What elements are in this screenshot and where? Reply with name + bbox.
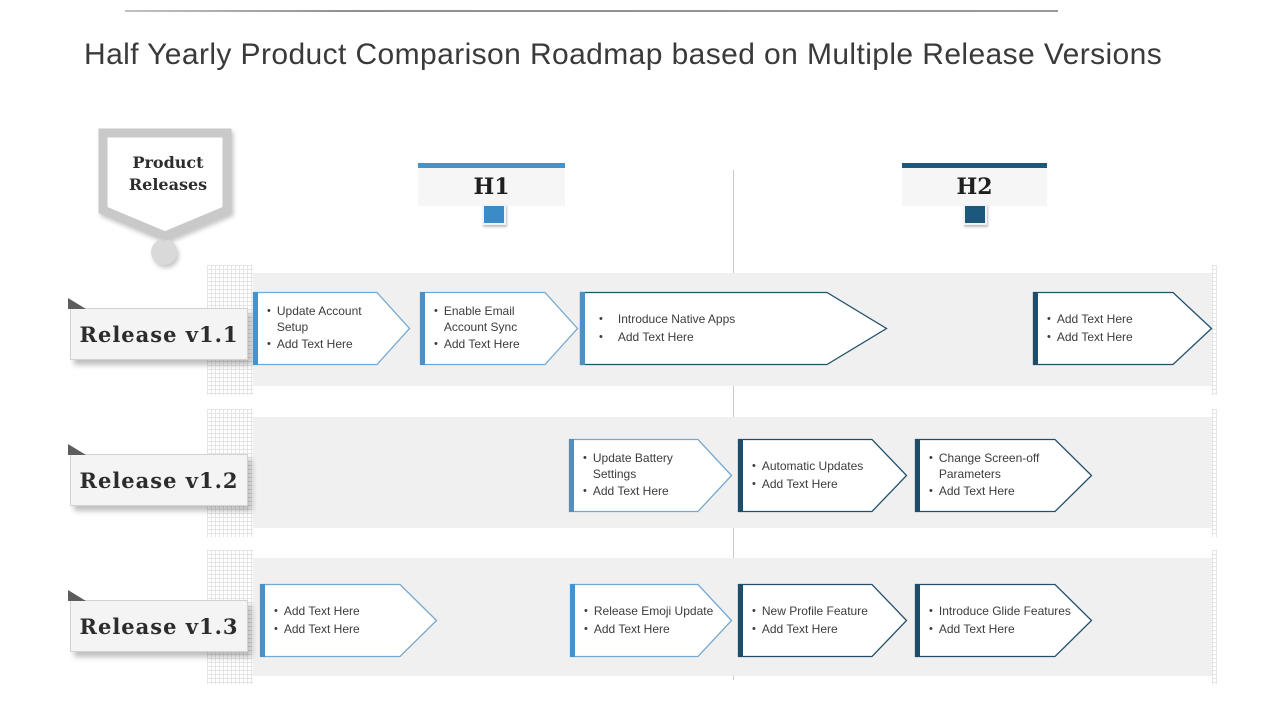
release-label-v1-2: Release v1.2 bbox=[68, 444, 248, 506]
top-divider-line bbox=[125, 10, 1058, 12]
h2-marker-square bbox=[963, 204, 987, 225]
release-label-v1-1: Release v1.1 bbox=[68, 298, 248, 360]
milestone-automatic-updates: Automatic Updates Add Text Here bbox=[737, 438, 908, 513]
h1-label: H1 bbox=[473, 174, 510, 200]
h1-accent-bar bbox=[418, 163, 565, 168]
fold-corner-icon bbox=[68, 590, 86, 601]
fold-corner-icon bbox=[68, 298, 86, 309]
grid-texture-strip bbox=[1212, 550, 1217, 684]
milestone-release-emoji-update: Release Emoji Update Add Text Here bbox=[569, 583, 733, 658]
milestone-h2-add-text: Add Text Here Add Text Here bbox=[1032, 291, 1213, 366]
product-releases-badge-shape bbox=[98, 128, 232, 265]
milestone-enable-email-sync: Enable Email Account Sync Add Text Here bbox=[419, 291, 579, 366]
milestone-introduce-glide-features: Introduce Glide Features Add Text Here bbox=[914, 583, 1093, 658]
milestone-update-account-setup: Update Account Setup Add Text Here bbox=[252, 291, 411, 366]
h1-marker-square bbox=[482, 204, 506, 225]
badge-banner bbox=[98, 128, 232, 241]
h2-label: H2 bbox=[956, 174, 993, 200]
column-header-h1: H1 bbox=[418, 163, 565, 206]
release-label-v1-3: Release v1.3 bbox=[68, 590, 248, 652]
grid-texture-strip bbox=[1212, 265, 1217, 395]
milestone-introduce-native-apps: Introduce Native Apps Add Text Here bbox=[579, 291, 888, 366]
h2-accent-bar bbox=[902, 163, 1047, 168]
grid-texture-strip bbox=[1212, 409, 1217, 537]
milestone-update-battery-settings: Update Battery Settings Add Text Here bbox=[568, 438, 733, 513]
column-header-h2: H2 bbox=[902, 163, 1047, 206]
fold-corner-icon bbox=[68, 444, 86, 455]
milestone-new-profile-feature: New Profile Feature Add Text Here bbox=[737, 583, 908, 658]
page-title: Half Yearly Product Comparison Roadmap b… bbox=[84, 38, 1163, 71]
milestone-change-screen-off: Change Screen-off Parameters Add Text He… bbox=[914, 438, 1093, 513]
product-releases-label: Product Releases bbox=[128, 153, 208, 195]
badge-circle bbox=[151, 239, 177, 265]
milestone-r3-add-text: Add Text Here Add Text Here bbox=[259, 583, 438, 658]
